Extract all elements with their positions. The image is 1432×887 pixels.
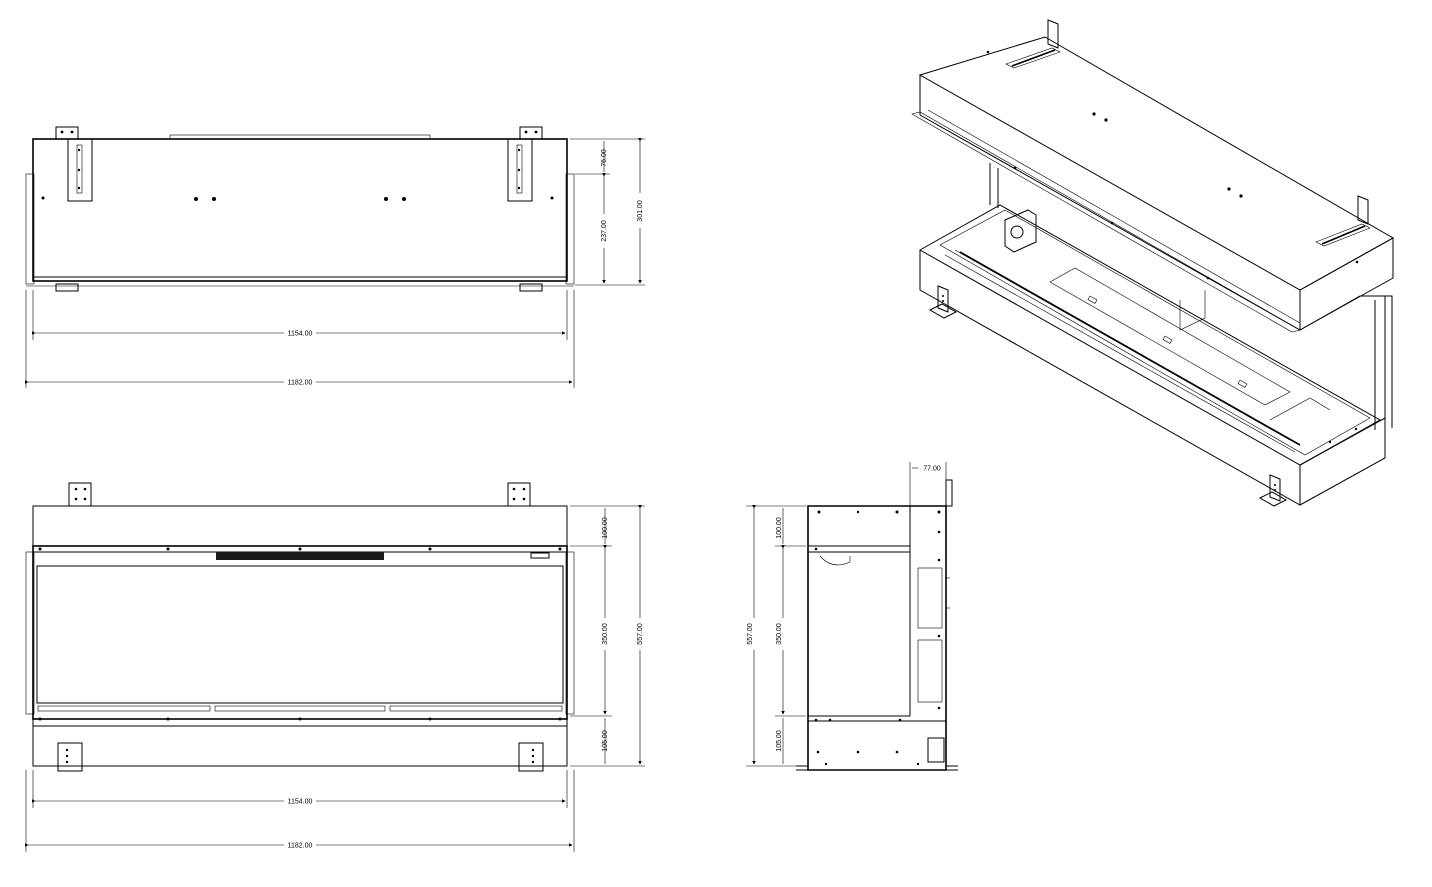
- front-bottom-right-bracket: [518, 742, 544, 772]
- front-bottom-left-bracket: [57, 742, 83, 772]
- dim-label-front-1182: 1182.00: [288, 843, 313, 850]
- dim-label-top-1182: 1182.00: [288, 380, 313, 387]
- dim-label-front-557: 557.00: [637, 623, 644, 645]
- dim-label-front-105: 105.00: [602, 730, 609, 752]
- front-view-opening: [36, 565, 564, 704]
- iso-control-box: [1004, 209, 1037, 253]
- side-screws: [814, 510, 941, 766]
- iso-bottom-front-face: [919, 250, 1301, 506]
- dim-label-front-350: 350.00: [602, 623, 609, 645]
- dim-front-1154: 1154.00: [32, 770, 568, 808]
- dim-label-top-1154: 1154.00: [288, 331, 313, 338]
- dim-label-top-76: 76.00: [601, 149, 608, 167]
- front-view-top-box: [32, 505, 568, 547]
- dim-top-1154: 1154.00: [32, 290, 568, 340]
- iso-top-face: [918, 36, 1395, 291]
- dim-top-301: 301.00: [637, 138, 644, 284]
- front-view-opening-frame: [32, 545, 568, 720]
- dim-top-1182: 1182.00: [25, 290, 575, 388]
- dim-front-100: 100.00: [602, 508, 609, 544]
- dim-label-front-100: 100.00: [602, 517, 609, 539]
- dim-side-557: 557.00: [747, 505, 756, 765]
- side-lower-panel: [917, 639, 943, 703]
- iso-bottom-side-face: [1299, 417, 1386, 506]
- top-view-right-flange: [565, 173, 575, 285]
- isometric-view: [911, 19, 1395, 507]
- top-view: 1154.00 1182.00 76.00 237.00 301.00: [25, 126, 645, 388]
- front-screws: [38, 547, 562, 721]
- dim-top-76: 76.00: [601, 141, 608, 172]
- dim-side-100: 100.00: [776, 508, 784, 544]
- top-view-body: [32, 138, 568, 282]
- dim-label-side-557: 557.00: [747, 623, 754, 645]
- dim-front-350: 350.00: [602, 545, 609, 715]
- dim-label-side-350: 350.00: [776, 623, 783, 645]
- dim-front-557: 557.00: [637, 505, 644, 765]
- side-upper-panel: [917, 567, 943, 629]
- front-top-left-bracket: [68, 482, 92, 507]
- top-view-vent-plate: [169, 134, 431, 140]
- front-right-flange: [565, 551, 575, 715]
- iso-top-side-face: [1299, 237, 1394, 331]
- dim-side-105: 105.00: [776, 718, 784, 764]
- dim-label-front-1154: 1154.00: [288, 799, 313, 806]
- dim-side-77: 77.00: [909, 462, 947, 506]
- iso-top-front-face: [919, 75, 1301, 331]
- dim-front-105: 105.00: [602, 718, 609, 764]
- dim-front-1182: 1182.00: [25, 770, 575, 852]
- front-vent-grille: [216, 552, 384, 560]
- front-top-right-bracket: [507, 482, 531, 507]
- iso-firebox-floor: [918, 204, 1382, 466]
- dim-label-top-237: 237.00: [601, 220, 608, 242]
- top-view-left-flange: [25, 173, 35, 285]
- top-right-bracket: [507, 126, 543, 202]
- front-view: 1154.00 1182.00 100.00 350.00 105.00: [25, 482, 645, 852]
- dim-label-top-301: 301.00: [637, 200, 644, 222]
- top-left-bracket: [55, 126, 93, 202]
- dim-label-side-100: 100.00: [776, 517, 783, 539]
- front-left-flange: [25, 551, 35, 715]
- dim-side-350: 350.00: [776, 545, 785, 715]
- dim-label-side-77: 77.00: [923, 466, 941, 473]
- dim-label-side-105: 105.00: [776, 730, 783, 752]
- side-view: 77.00 100.00 350.00 105.00 557.00: [746, 462, 958, 771]
- dim-top-237: 237.00: [601, 173, 608, 284]
